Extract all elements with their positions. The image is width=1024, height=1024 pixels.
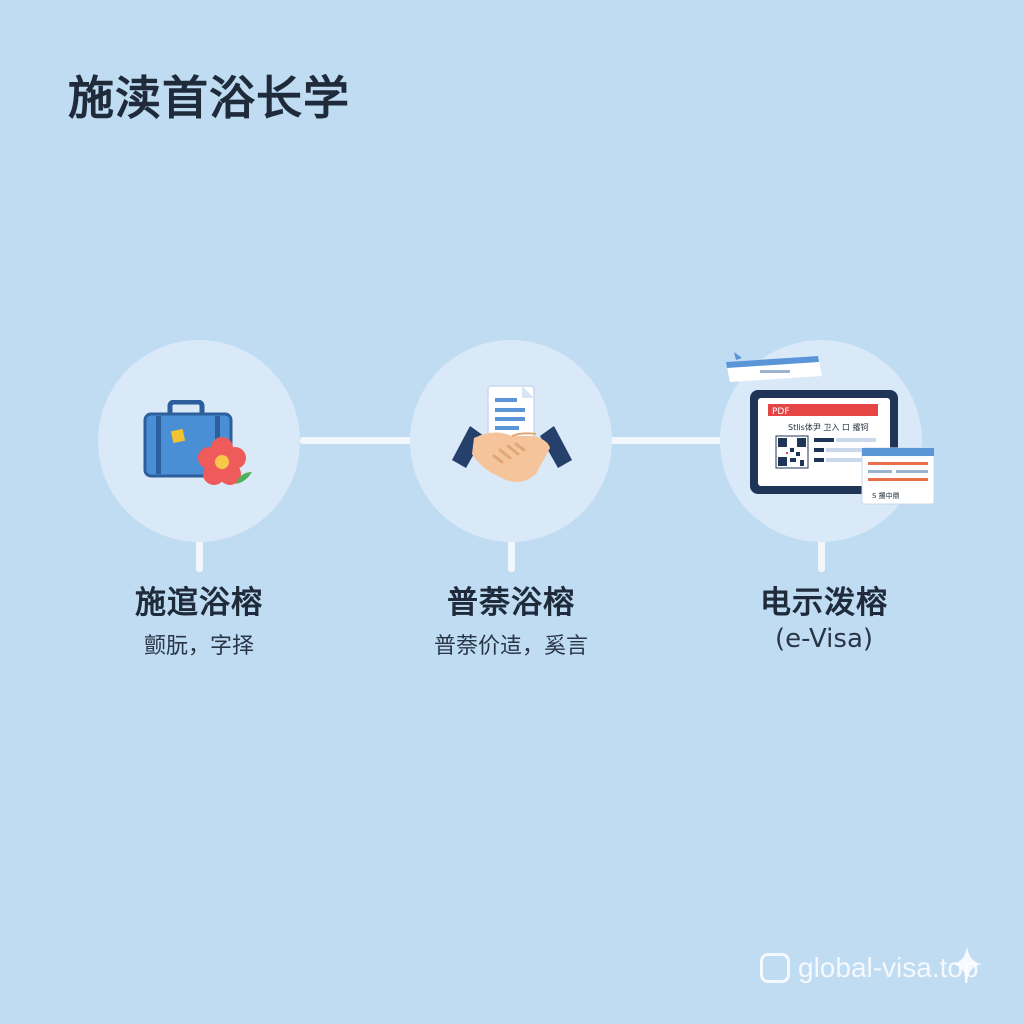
visa-card-text: S 撂中鼎	[872, 491, 900, 500]
evisa-pdf-tag: PDF	[772, 407, 790, 417]
page-title: 施渎首浴长学	[68, 71, 350, 125]
step-label-2: 普萘浴榕	[447, 585, 575, 621]
step-sub-2: 普萘价迼，奚言	[433, 634, 588, 659]
visa-card-icon: S 撂中鼎	[861, 447, 935, 505]
drop-line-2	[508, 540, 515, 572]
step-label-3: 电示泼榕	[760, 585, 888, 621]
step-sub-1: 颤朊，字择	[143, 634, 254, 659]
watermark: global-visa.top	[760, 952, 979, 984]
watermark-text: global-visa.top	[798, 952, 979, 983]
handshake-document-icon	[452, 385, 572, 482]
connector-2-3	[610, 437, 724, 444]
drop-line-3	[818, 540, 825, 572]
tablet-evisa-icon: PDF Stlis体尹 卫入 口 撂钶 S 撂中鼎	[726, 352, 935, 505]
suitcase-flower-icon	[143, 400, 252, 485]
qr-code-icon	[775, 435, 809, 469]
watermark-logo-icon	[760, 953, 790, 983]
sparkle-icon	[952, 946, 982, 982]
drop-line-1	[196, 540, 203, 572]
evisa-screen-line: Stlis体尹 卫入 口 撂钶	[788, 422, 868, 432]
boarding-pass-icon	[726, 352, 822, 382]
step-sub-3: (e-Visa)	[774, 624, 874, 654]
connector-1-2	[300, 437, 412, 444]
step-label-1: 施逭浴榕	[135, 585, 263, 621]
